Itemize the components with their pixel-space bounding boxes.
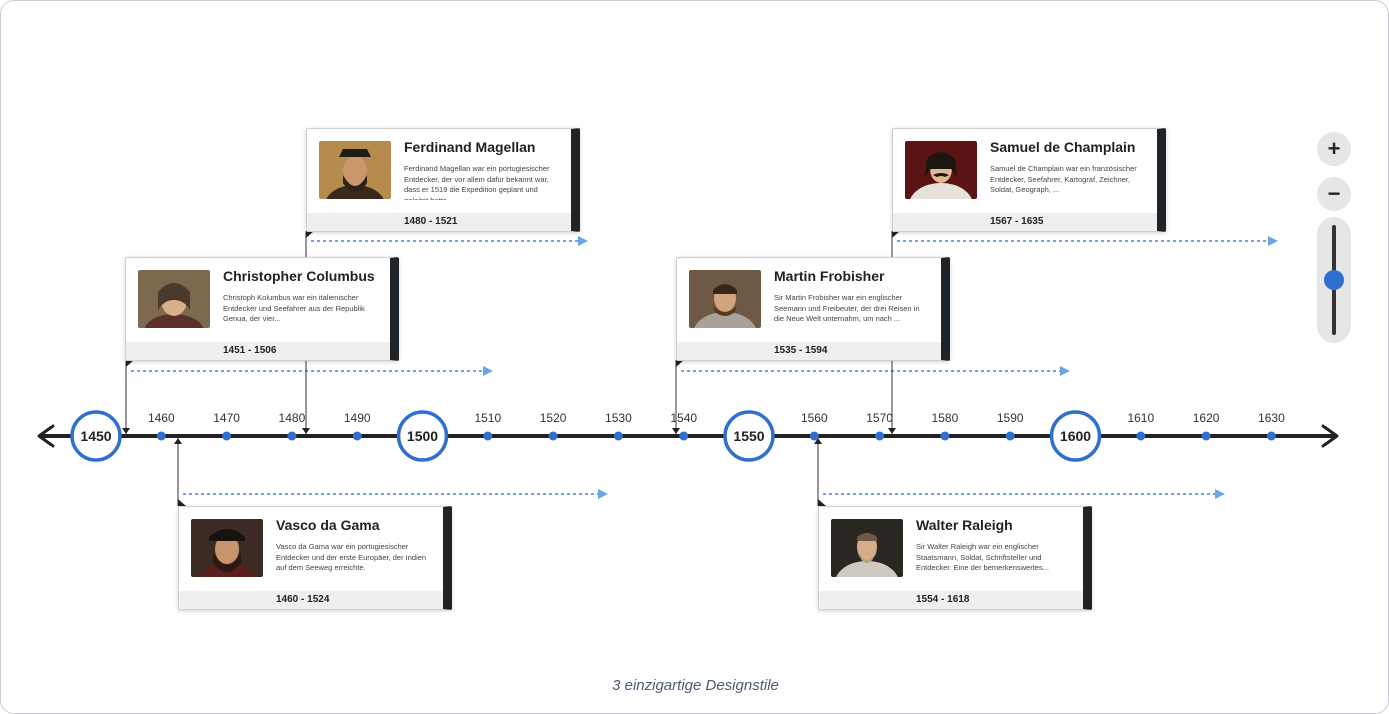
portrait-icon xyxy=(905,141,977,199)
event-name: Christopher Columbus xyxy=(223,268,375,284)
columbus-flag xyxy=(126,360,134,367)
event-dates: 1554 - 1618 xyxy=(819,591,1083,609)
champlain-pointer-tip xyxy=(888,428,896,434)
decade-label: 1460 xyxy=(148,411,175,425)
champlain-flag xyxy=(892,231,900,238)
event-description: Ferdinand Magellan war ein portugiesisch… xyxy=(404,164,550,200)
event-name: Ferdinand Magellan xyxy=(404,139,536,155)
decade-label: 1580 xyxy=(932,411,959,425)
decade-label: 1590 xyxy=(997,411,1024,425)
decade-dot xyxy=(1201,431,1211,441)
plus-icon: + xyxy=(1327,136,1341,161)
decade-label: 1560 xyxy=(801,411,828,425)
event-card-frobisher[interactable]: Martin Frobisher Sir Martin Frobisher wa… xyxy=(676,257,950,361)
magellan-flag xyxy=(306,231,314,238)
raleigh-pointer-tip xyxy=(814,438,822,444)
portrait-icon xyxy=(831,519,903,577)
decade-label: 1570 xyxy=(866,411,893,425)
scroll-right-arrow-icon[interactable] xyxy=(1321,424,1339,448)
zoom-slider-thumb[interactable] xyxy=(1324,270,1344,290)
decade-dot xyxy=(940,431,950,441)
event-name: Walter Raleigh xyxy=(916,517,1013,533)
event-card-magellan[interactable]: Ferdinand Magellan Ferdinand Magellan wa… xyxy=(306,128,580,232)
connectors xyxy=(122,231,1278,506)
event-name: Martin Frobisher xyxy=(774,268,885,284)
century-marker[interactable] xyxy=(70,410,122,462)
event-card-raleigh[interactable]: Walter Raleigh Sir Walter Raleigh war ei… xyxy=(818,506,1092,610)
event-dates: 1535 - 1594 xyxy=(677,342,941,360)
dagama-flag xyxy=(178,499,186,506)
decade-dot xyxy=(875,431,885,441)
portrait-icon xyxy=(138,270,210,328)
century-label: 1500 xyxy=(407,428,438,444)
portrait-icon xyxy=(689,270,761,328)
decade-ticks: 1460 1470 1480 1490 1510 1520 1530 1540 1560 1570… xyxy=(148,411,1285,441)
century-label: 1600 xyxy=(1060,428,1091,444)
decade-dot xyxy=(809,431,819,441)
event-dates: 1567 - 1635 xyxy=(893,213,1157,231)
decade-label: 1530 xyxy=(605,411,632,425)
zoom-in-button[interactable]: + xyxy=(1317,132,1351,166)
decade-label: 1480 xyxy=(279,411,306,425)
event-description: Sir Martin Frobisher war ein englischer … xyxy=(774,293,920,323)
decade-label: 1470 xyxy=(213,411,240,425)
event-description: Christoph Kolumbus war ein italienischer… xyxy=(223,293,365,323)
century-label: 1550 xyxy=(733,428,764,444)
decade-dot xyxy=(222,431,232,441)
decade-label: 1490 xyxy=(344,411,371,425)
decade-label: 1620 xyxy=(1193,411,1220,425)
raleigh-flag xyxy=(818,499,826,506)
decade-dot xyxy=(613,431,623,441)
century-marker[interactable] xyxy=(396,410,449,462)
decade-dot xyxy=(548,431,558,441)
century-marker[interactable] xyxy=(723,410,775,462)
decade-label: 1630 xyxy=(1258,411,1285,425)
century-label: 1450 xyxy=(80,428,111,444)
event-name: Vasco da Gama xyxy=(276,517,380,533)
event-description: Sir Walter Raleigh war ein englischer St… xyxy=(916,542,1049,572)
scroll-left-arrow-icon[interactable] xyxy=(37,424,55,448)
event-card-champlain[interactable]: Samuel de Champlain Samuel de Champlain … xyxy=(892,128,1166,232)
event-description: Samuel de Champlain war ein französische… xyxy=(990,164,1137,194)
decade-dot xyxy=(156,431,166,441)
decade-dot xyxy=(1266,431,1276,441)
portrait-icon xyxy=(191,519,263,577)
frobisher-pointer-tip xyxy=(672,428,680,434)
event-description: Vasco da Gama war ein portugiesischer En… xyxy=(276,542,427,572)
century-markers: 1450 1500 1550 1600 xyxy=(70,410,1102,462)
decade-label: 1510 xyxy=(474,411,501,425)
event-dates: 1460 - 1524 xyxy=(179,591,443,609)
decade-label: 1540 xyxy=(670,411,697,425)
zoom-slider[interactable] xyxy=(1317,217,1351,343)
decade-dot xyxy=(352,431,362,441)
portrait-icon xyxy=(319,141,391,199)
zoom-out-button[interactable]: − xyxy=(1317,177,1351,211)
decade-dot xyxy=(1005,431,1015,441)
columbus-pointer-tip xyxy=(122,428,130,434)
decade-label: 1610 xyxy=(1127,411,1154,425)
magellan-pointer-tip xyxy=(302,428,310,434)
minus-icon: − xyxy=(1327,181,1341,206)
dagama-pointer-tip xyxy=(174,438,182,444)
event-dates: 1451 - 1506 xyxy=(126,342,390,360)
decade-dot xyxy=(483,431,493,441)
decade-dot xyxy=(679,431,689,441)
decade-label: 1520 xyxy=(540,411,567,425)
decade-dot xyxy=(1136,431,1146,441)
event-card-columbus[interactable]: Christopher Columbus Christoph Kolumbus … xyxy=(125,257,399,361)
frobisher-flag xyxy=(676,360,684,367)
decade-dot xyxy=(287,431,297,441)
event-card-dagama[interactable]: Vasco da Gama Vasco da Gama war ein port… xyxy=(178,506,452,610)
caption: 3 einzigartige Designstile xyxy=(612,677,779,694)
century-marker[interactable] xyxy=(1049,410,1102,462)
event-dates: 1480 - 1521 xyxy=(307,213,571,231)
event-name: Samuel de Champlain xyxy=(990,139,1136,155)
